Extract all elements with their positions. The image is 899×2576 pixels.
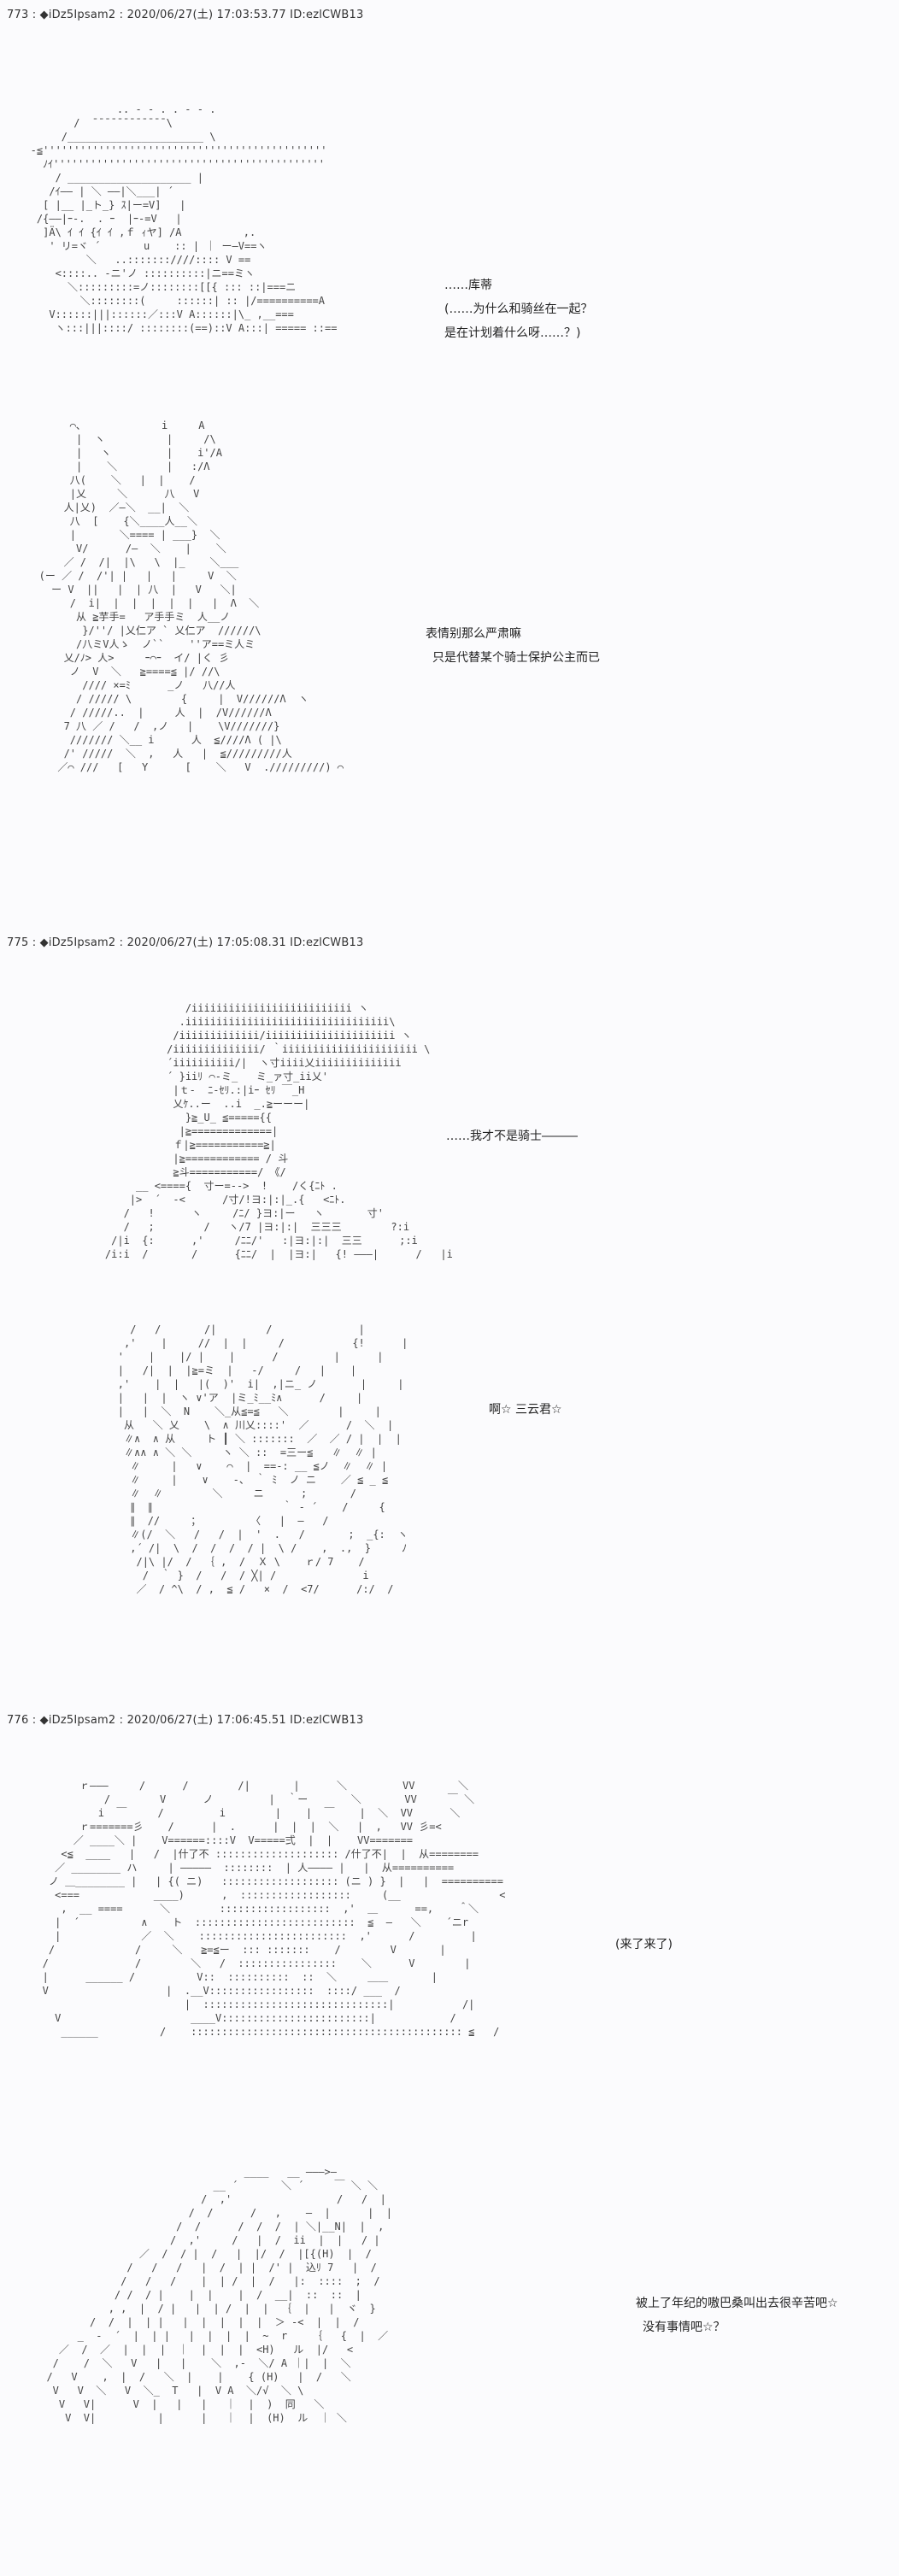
- dialogue-line: 只是代替某个骑士保护公主而已: [432, 651, 600, 665]
- dialogue-line: 啊☆ 三云君☆: [489, 1403, 562, 1417]
- aa-panel: ⌒､ i A | ヽ | /\ | ヽ | i'/A | ＼ | :/Λ 八( …: [0, 410, 899, 880]
- ascii-art: ｒ――― / / /| | ＼ VV ＼ / V ノ | ｀ー ＼ VV ￣ ＼…: [42, 1780, 506, 2038]
- dialogue-line: (……为什么和骑丝在一起？: [444, 302, 593, 316]
- aa-panel: ｒ――― / / /| | ＼ VV ＼ / V ノ | ｀ー ＼ VV ￣ ＼…: [0, 1779, 899, 2146]
- post-header: 775 : ◆iDz5Ipsam2 : 2020/06/27(土) 17:05:…: [7, 936, 364, 949]
- aa-panel: / / /| / | ,' | // | | / {! | ' | |/ | |…: [0, 1323, 899, 1647]
- dialogue-line: ……库蒂: [444, 279, 492, 292]
- aa-panel: ____ __ ―――>― __ ´ ＼ ´ ￣ ＼ ＼ / ,' / / | …: [0, 2165, 899, 2567]
- post-header: 773 : ◆iDz5Ipsam2 : 2020/06/27(土) 17:03:…: [7, 9, 364, 21]
- dialogue: (来了来了): [615, 1933, 673, 1957]
- dialogue: 啊☆ 三云君☆: [489, 1398, 562, 1422]
- dialogue-line: 是在计划着什么呀……？): [444, 326, 581, 340]
- dialogue: 表情别那么严肃嘛 只是代替某个骑士保护公主而已: [426, 622, 600, 670]
- ascii-art: /iiiiiiiiiiiiiiiiiiiiiiiiii ヽ .iiiiiiiii…: [104, 1002, 453, 1260]
- ascii-art: .. - - . . - - . / ̄ ̄ ̄ ̄ ̄ ̄ ̄ ̄ ̄ ̄ ̄…: [30, 103, 338, 334]
- dialogue-line: (来了来了): [615, 1938, 673, 1951]
- aa-panel: .. - - . . - - . / ̄ ̄ ̄ ̄ ̄ ̄ ̄ ̄ ̄ ̄ ̄…: [0, 103, 899, 402]
- ascii-art: ____ __ ―――>― __ ´ ＼ ´ ￣ ＼ ＼ / ,' / / | …: [46, 2166, 393, 2424]
- ascii-art: ⌒､ i A | ヽ | /\ | ヽ | i'/A | ＼ | :/Λ 八( …: [38, 420, 344, 773]
- dialogue: 被上了年纪的嗷巴桑叫出去很辛苦吧☆ 没有事情吧☆？: [636, 2291, 838, 2339]
- dialogue-line: ……我才不是骑士―――: [446, 1130, 578, 1143]
- dialogue-line: 没有事情吧☆？: [643, 2321, 726, 2334]
- dialogue: ……我才不是骑士―――: [446, 1124, 578, 1148]
- post-header: 776 : ◆iDz5Ipsam2 : 2020/06/27(土) 17:06:…: [7, 1714, 364, 1727]
- dialogue-line: 被上了年纪的嗷巴桑叫出去很辛苦吧☆: [636, 2297, 838, 2310]
- dialogue-line: 表情别那么严肃嘛: [426, 627, 521, 641]
- dialogue: ……库蒂 (……为什么和骑丝在一起？ 是在计划着什么呀……？): [444, 273, 592, 345]
- ascii-art: / / /| / | ,' | // | | / {! | ' | |/ | |…: [117, 1323, 408, 1595]
- aa-panel: /iiiiiiiiiiiiiiiiiiiiiiiiii ヽ .iiiiiiiii…: [0, 1001, 899, 1283]
